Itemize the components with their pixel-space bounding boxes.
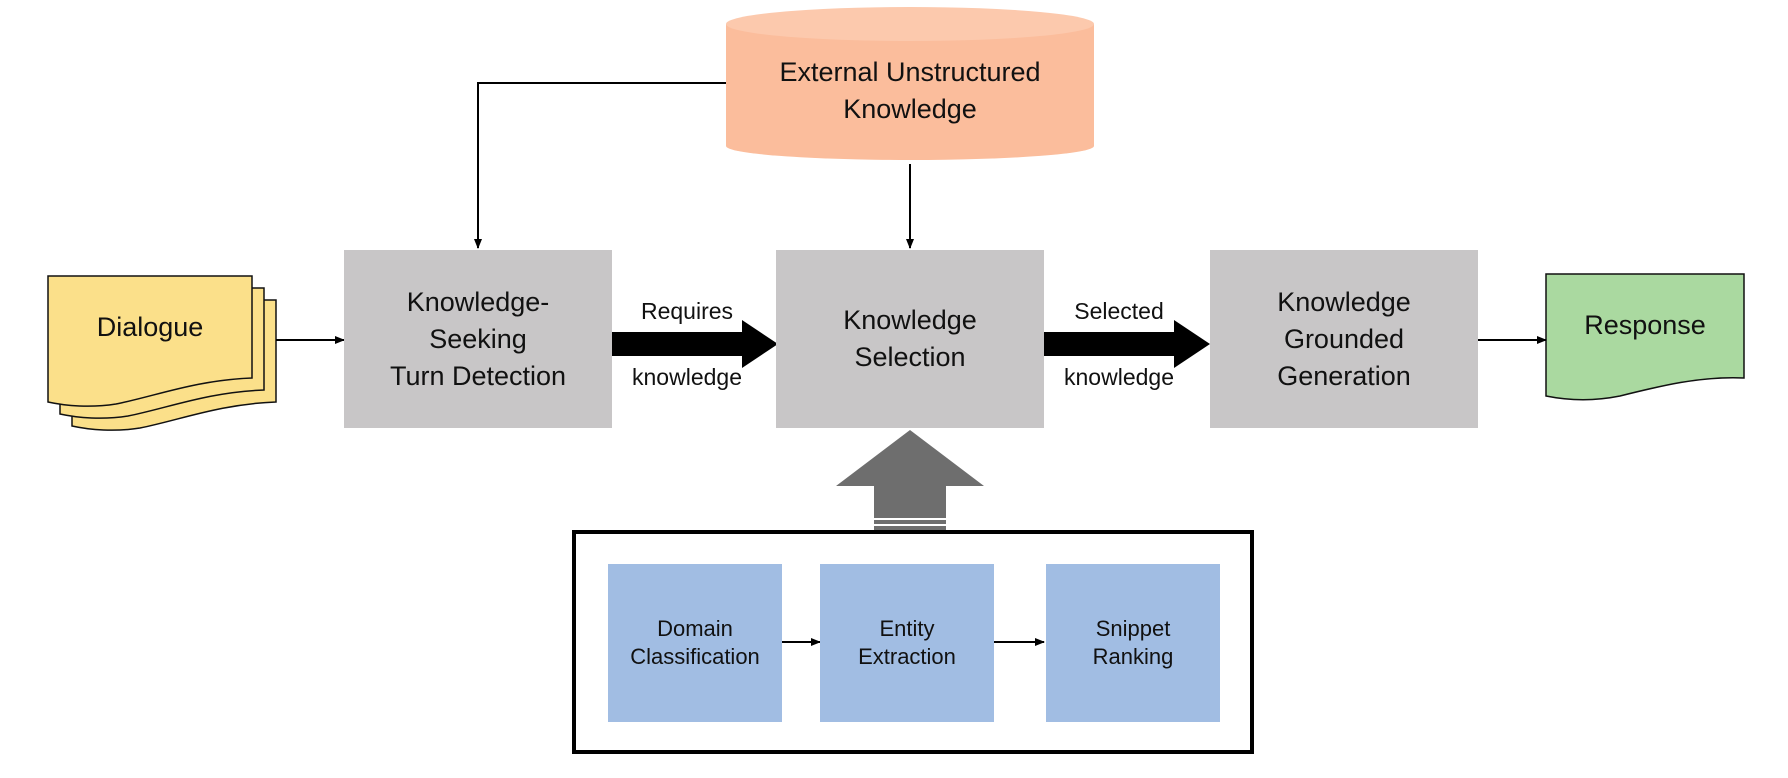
external-knowledge-line1: External Unstructured [779, 57, 1041, 87]
domain-classification-box: Domain Classification [608, 564, 782, 722]
selection-line2: Selection [854, 342, 966, 372]
generation-line2: Grounded [1283, 323, 1405, 354]
connector-db-to-turn-detection [474, 82, 726, 249]
entity-line2: Extraction [858, 644, 956, 669]
selected-knowledge-text: knowledge [1064, 364, 1174, 390]
response-text: Response [1584, 309, 1706, 340]
grounded-generation-box: Knowledge Grounded Generation [1210, 250, 1478, 428]
turn-detection-line1: Knowledge- [406, 286, 550, 317]
requires-label-bottom: knowledge [612, 360, 762, 394]
database-cylinder-shape [726, 7, 1094, 160]
snippet-line2: Ranking [1092, 644, 1174, 669]
entity-line1: Entity [879, 616, 935, 641]
turn-detection-line2: Seeking [429, 323, 527, 354]
external-knowledge-label: External Unstructured Knowledge [726, 46, 1094, 136]
turn-detection-line3: Turn Detection [389, 360, 567, 391]
domain-line1: Domain [657, 616, 733, 641]
knowledge-selection-box: Knowledge Selection [776, 250, 1044, 428]
requires-label-top: Requires [612, 294, 762, 328]
response-document-shape [1545, 273, 1745, 401]
selection-line1: Knowledge [843, 305, 977, 335]
snippet-ranking-box: Snippet Ranking [1046, 564, 1220, 722]
snippet-line1: Snippet [1095, 616, 1171, 641]
generation-line3: Generation [1277, 360, 1411, 391]
selected-label-bottom: knowledge [1044, 360, 1194, 394]
dialogue-text: Dialogue [96, 311, 204, 342]
dialogue-label: Dialogue [48, 292, 252, 362]
subpipeline-frame [572, 530, 1254, 754]
response-label: Response [1546, 290, 1744, 360]
requires-knowledge-text: knowledge [632, 364, 742, 390]
requires-text: Requires [640, 298, 734, 324]
requires-knowledge-arrow [612, 320, 778, 368]
domain-line2: Classification [630, 644, 760, 669]
turn-detection-box: Knowledge- Seeking Turn Detection [344, 250, 612, 428]
subpipeline-up-arrow [836, 430, 984, 530]
selected-label-top: Selected [1044, 294, 1194, 328]
selected-text: Selected [1074, 298, 1164, 324]
dialogue-document-shape [47, 275, 277, 431]
generation-line1: Knowledge [1277, 286, 1411, 317]
external-knowledge-line2: Knowledge [843, 94, 977, 124]
selected-knowledge-arrow [1044, 320, 1210, 368]
entity-extraction-box: Entity Extraction [820, 564, 994, 722]
